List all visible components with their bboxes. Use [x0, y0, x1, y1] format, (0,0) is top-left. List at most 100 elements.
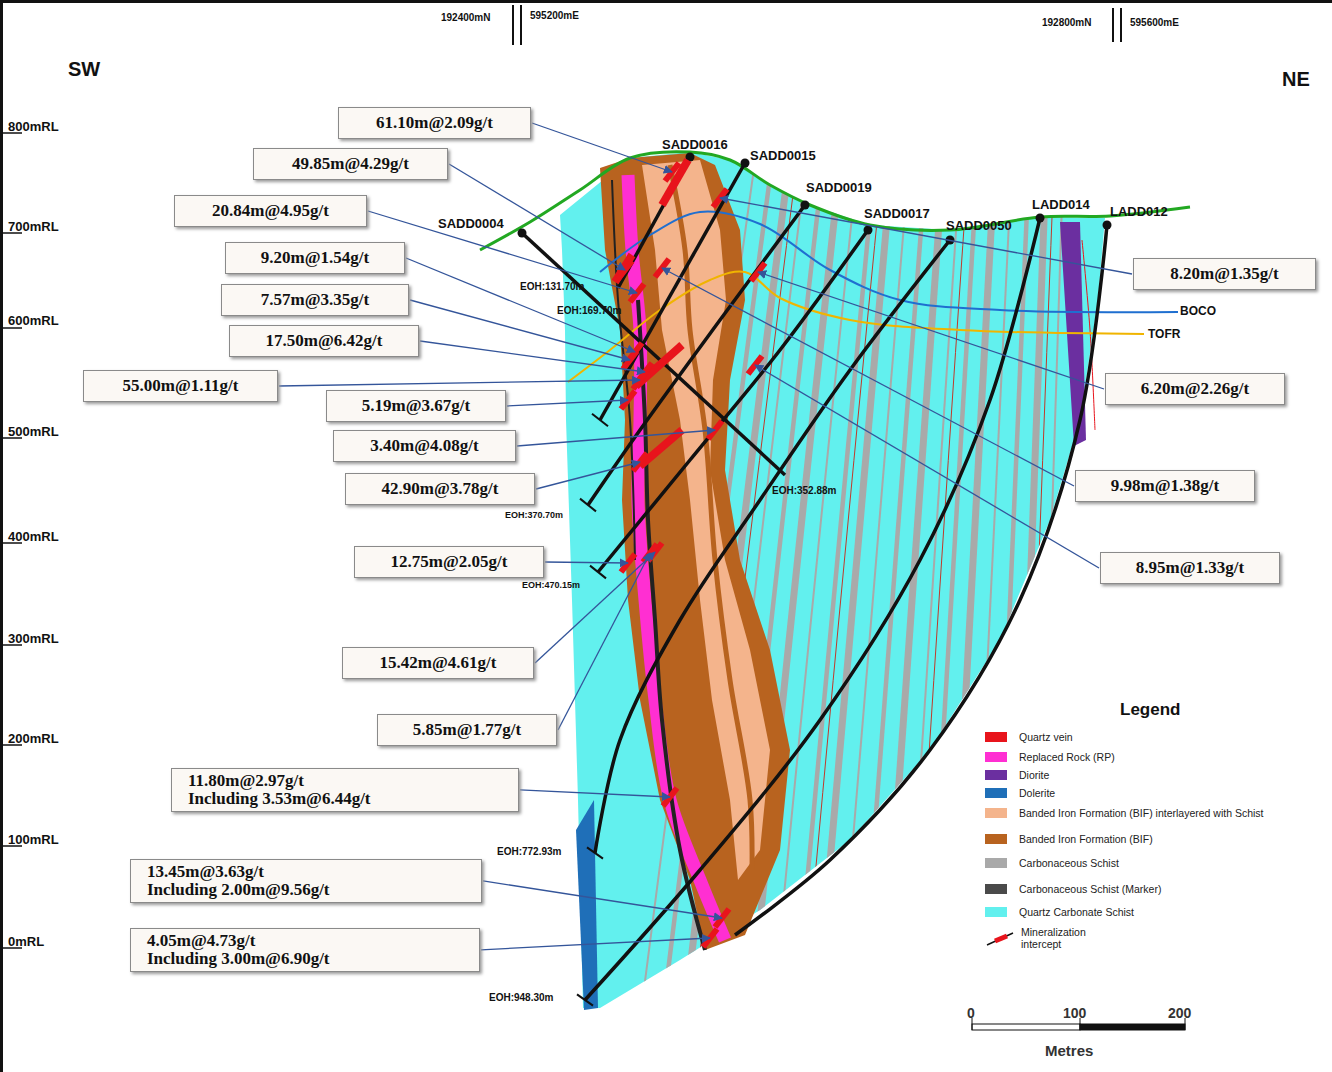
drill-hole — [585, 218, 1040, 1000]
intercept-callout: 61.10m@2.09g/t — [338, 107, 531, 139]
collar — [741, 159, 750, 168]
intercept-text: 11.80m@2.97g/t — [188, 772, 502, 790]
grid-mark — [1112, 8, 1114, 42]
intercept-text: Including 2.00m@9.56g/t — [147, 881, 465, 899]
frame — [0, 0, 1332, 3]
eoh-mark — [590, 566, 606, 579]
intercept-callout: 20.84m@4.95g/t — [174, 195, 367, 227]
grid-mark — [520, 5, 522, 45]
legend-text: Banded Iron Formation (BIF) — [1019, 833, 1153, 845]
leader-line — [758, 272, 1104, 389]
legend-text: Banded Iron Formation (BIF) interlayered… — [1019, 807, 1264, 819]
eoh-mark — [587, 847, 603, 858]
legend-item: Banded Iron Formation (BIF) interlayered… — [985, 807, 1264, 819]
legend-text: Carbonaceous Schist — [1019, 857, 1119, 869]
intercept-text: 4.05m@4.73g/t — [147, 932, 463, 950]
direction-label: NE — [1282, 68, 1310, 91]
eoh-mark — [577, 994, 593, 1005]
coordinate-label: 595600mE — [1130, 17, 1179, 28]
intercept-text: 7.57m@3.35g/t — [236, 290, 394, 310]
elevation-label: 400mRL — [8, 529, 59, 544]
intercept-callout: 5.19m@3.67g/t — [326, 390, 506, 422]
scale-value-label: 200 — [1168, 1005, 1191, 1021]
mineralization-intercept — [662, 160, 688, 205]
collar — [1103, 221, 1112, 230]
collar — [864, 226, 873, 235]
intercept-text: 9.20m@1.54g/t — [240, 248, 390, 268]
legend-swatch — [985, 858, 1007, 868]
intercept-callout: 5.85m@1.77g/t — [377, 714, 557, 746]
legend-swatch — [985, 770, 1007, 780]
coordinate-label: 595200mE — [530, 10, 579, 21]
legend-item: Replaced Rock (RP) — [985, 751, 1115, 763]
elevation-label: 300mRL — [8, 631, 59, 646]
intercept-callout: 13.45m@3.63g/tIncluding 2.00m@9.56g/t — [130, 859, 482, 903]
intercept-text: 6.20m@2.26g/t — [1120, 379, 1270, 399]
hole-name-label: SADD0004 — [438, 216, 504, 231]
legend-swatch — [985, 907, 1007, 917]
intercept-text: 12.75m@2.05g/t — [369, 552, 529, 572]
collar — [518, 229, 527, 238]
thin-vein — [802, 140, 885, 1020]
intercept-text: 5.85m@1.77g/t — [392, 720, 542, 740]
legend-sample — [985, 929, 1015, 947]
collar — [1036, 214, 1045, 223]
leader-line — [517, 430, 715, 446]
scale-unit-label: Metres — [1045, 1042, 1093, 1059]
leader-line — [481, 938, 710, 950]
leader-line — [279, 380, 640, 386]
elevation-label: 500mRL — [8, 424, 59, 439]
topography — [480, 152, 1190, 250]
intercept-text: Including 3.00m@6.90g/t — [147, 950, 463, 968]
hole-name-label: LADD014 — [1032, 197, 1090, 212]
hole-name-label: SADD0015 — [750, 148, 816, 163]
intercept-text: 17.50m@6.42g/t — [244, 331, 404, 351]
elevation-label: 200mRL — [8, 731, 59, 746]
legend-swatch — [985, 788, 1007, 798]
intercept-callout: 4.05m@4.73g/tIncluding 3.00m@6.90g/t — [130, 928, 480, 972]
leader-line — [545, 562, 628, 563]
sample-line — [987, 933, 1013, 945]
intercept-callout: 49.85m@4.29g/t — [253, 148, 448, 180]
intercept-text: 9.98m@1.38g/t — [1090, 476, 1240, 496]
legend-swatch — [985, 732, 1007, 742]
leader-line — [536, 462, 640, 489]
leader-line — [720, 198, 1132, 274]
grid-mark — [512, 5, 514, 45]
leader-line — [420, 341, 645, 372]
leader-line — [507, 400, 628, 406]
eoh-mark — [580, 499, 596, 512]
intercept-callout: 15.42m@4.61g/t — [342, 647, 534, 679]
intercept-text: 5.19m@3.67g/t — [341, 396, 491, 416]
eoh-label: EOH:131.70m — [520, 281, 584, 292]
leader-line — [368, 211, 637, 293]
eoh-label: EOH:772.93m — [497, 846, 561, 857]
thin-vein — [912, 140, 970, 1020]
elevation-label: 700mRL — [8, 219, 59, 234]
leader-line — [410, 300, 630, 360]
legend-swatch — [985, 752, 1007, 762]
dolerite — [576, 800, 598, 1010]
intercept-callout: 8.20m@1.35g/t — [1133, 258, 1316, 290]
legend-text: Dolerite — [1019, 787, 1055, 799]
hole-name-label: SADD0050 — [946, 218, 1012, 233]
legend-item: Diorite — [985, 769, 1049, 781]
legend-swatch — [985, 834, 1007, 844]
elevation-label: 0mRL — [8, 934, 44, 949]
intercept-callout: 9.98m@1.38g/t — [1075, 470, 1255, 502]
legend-item: Quartz vein — [985, 731, 1073, 743]
drill-hole — [618, 157, 690, 288]
intercept-text: 49.85m@4.29g/t — [268, 154, 433, 174]
legend-item: Quartz Carbonate Schist — [985, 906, 1134, 918]
intercept-text: 15.42m@4.61g/t — [357, 653, 519, 673]
eoh-label: EOH:948.30m — [489, 992, 553, 1003]
intercept-callout: 42.90m@3.78g/t — [345, 473, 535, 505]
intercept-callout: 17.50m@6.42g/t — [229, 325, 419, 357]
scale-value-label: 100 — [1063, 1005, 1086, 1021]
intercept-callout: 3.40m@4.08g/t — [333, 430, 516, 462]
schist-band — [970, 140, 1013, 1020]
intercept-callout: 11.80m@2.97g/tIncluding 3.53m@6.44g/t — [171, 768, 519, 812]
direction-label: SW — [68, 58, 100, 81]
